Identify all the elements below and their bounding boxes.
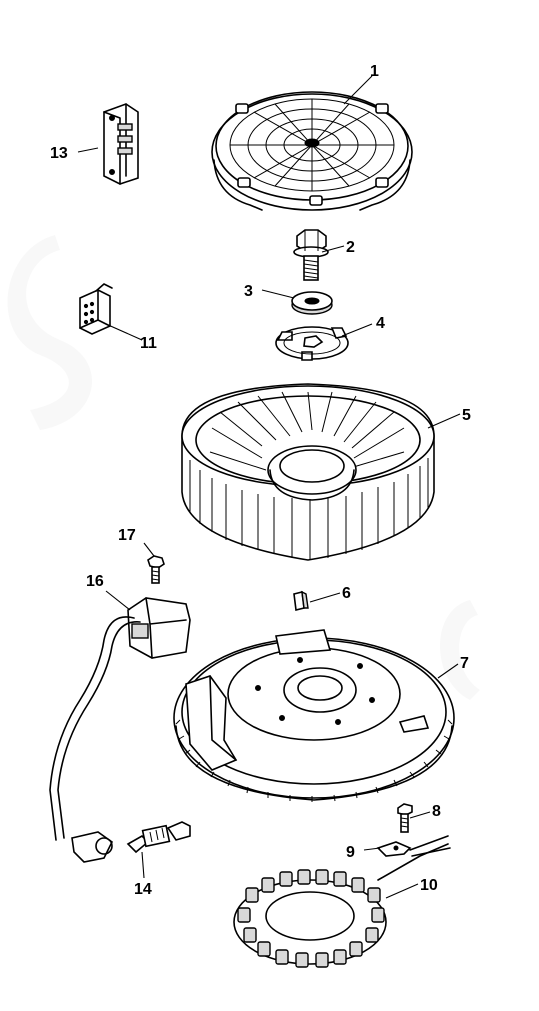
callout-9[interactable]: 9 — [346, 844, 355, 861]
callout-14[interactable]: 14 — [134, 881, 152, 898]
flywheel-screen-icon[interactable] — [211, 91, 413, 211]
callout-16[interactable]: 16 — [86, 573, 104, 590]
callout-13[interactable]: 13 — [50, 145, 68, 162]
callout-3[interactable]: 3 — [244, 283, 253, 300]
flywheel-key-icon[interactable] — [293, 590, 309, 611]
coil-mounting-screw-icon[interactable] — [147, 555, 165, 584]
callout-11[interactable]: 11 — [140, 335, 157, 352]
regulator-icon[interactable] — [103, 103, 139, 185]
callout-10[interactable]: 10 — [420, 877, 438, 894]
ignition-coil-icon[interactable] — [49, 597, 191, 863]
leader-lines — [77, 75, 461, 899]
callout-4[interactable]: 4 — [376, 315, 385, 332]
callout-5[interactable]: 5 — [462, 407, 471, 424]
stator-icon[interactable] — [233, 843, 449, 968]
flywheel-ring-gear-icon[interactable] — [173, 629, 455, 802]
washer-icon[interactable] — [291, 291, 333, 315]
callout-1[interactable]: 1 — [370, 63, 379, 80]
callout-2[interactable]: 2 — [346, 239, 355, 256]
callout-6[interactable]: 6 — [342, 585, 351, 602]
screw-icon[interactable] — [397, 803, 413, 833]
callouts: 1 2 3 4 5 6 7 8 9 10 11 13 14 16 17 — [50, 63, 471, 898]
cooling-fan-icon[interactable] — [181, 383, 435, 561]
callout-7[interactable]: 7 — [460, 655, 469, 672]
spark-plug-icon[interactable] — [126, 821, 191, 854]
watermark — [7, 235, 480, 700]
callout-8[interactable]: 8 — [432, 803, 441, 820]
wire-clip-icon[interactable] — [376, 835, 451, 857]
flywheel-hub-plate-icon[interactable] — [275, 326, 349, 361]
callout-17[interactable]: 17 — [118, 527, 136, 544]
flange-bolt-icon[interactable] — [293, 229, 329, 281]
rectifier-icon[interactable] — [79, 283, 113, 335]
